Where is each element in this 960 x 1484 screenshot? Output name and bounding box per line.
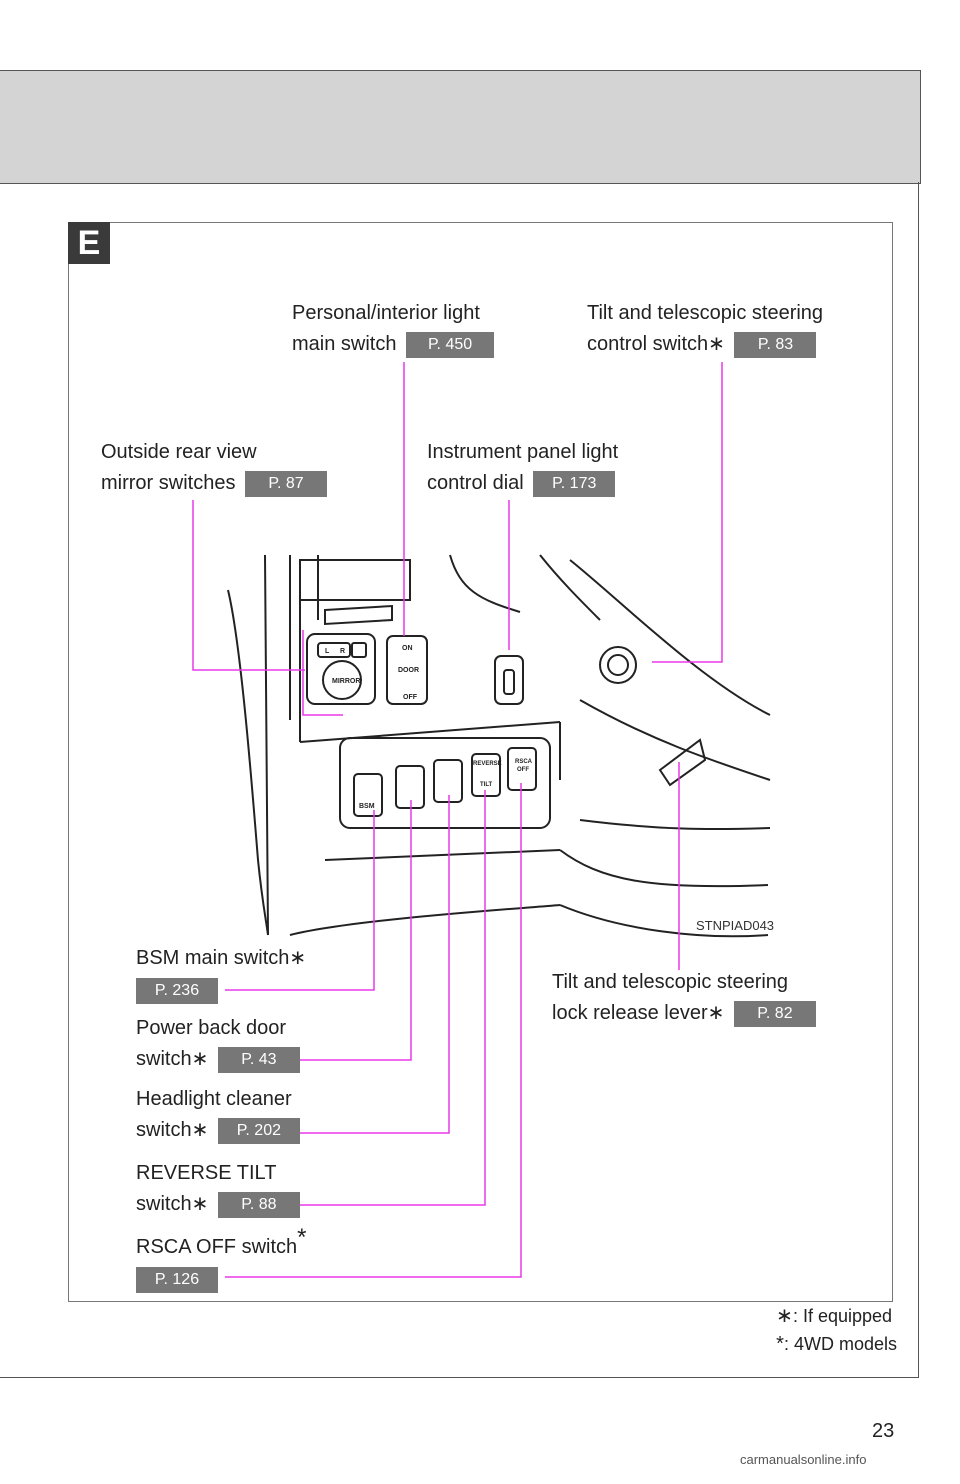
asterisk-mark: ∗ (776, 1305, 793, 1327)
callout-line: BSM main switch (136, 947, 290, 969)
callout-tilt-lock: Tilt and telescopic steering lock releas… (552, 967, 816, 1029)
figure-panel (68, 222, 893, 1302)
bsm-switch-text: BSM (359, 803, 375, 810)
callout-mirror: Outside rear view mirror switches P. 87 (101, 437, 328, 499)
asterisk-mark: * (297, 1224, 307, 1251)
leader-lines (192, 362, 723, 1278)
page-ref-450[interactable]: P. 450 (406, 331, 495, 358)
callout-tilt-control: Tilt and telescopic steering control swi… (587, 298, 823, 360)
callout-line: Instrument panel light (427, 441, 619, 463)
asterisk-mark: ∗ (191, 1119, 209, 1141)
page-ref-88[interactable]: P. 88 (217, 1191, 300, 1218)
callout-rsca: RSCA OFF switch* P. 126 (136, 1224, 306, 1293)
callout-reverse-tilt: REVERSE TILT switch∗ P. 88 (136, 1158, 300, 1220)
footnote-4wd: *: 4WD models (776, 1330, 897, 1358)
asterisk-mark: ∗ (289, 947, 307, 969)
illustration-code: STNPIAD043 (696, 918, 775, 933)
callout-line: control switch (587, 333, 709, 355)
header-band (0, 70, 921, 184)
footnote-text: : If equipped (792, 1306, 893, 1326)
callout-line: switch (136, 1048, 192, 1070)
mirror-r-text: R (340, 648, 345, 655)
callout-line: Headlight cleaner (136, 1088, 292, 1110)
callout-instrument-dial: Instrument panel light control dial P. 1… (427, 437, 618, 499)
page-ref-236[interactable]: P. 236 (136, 978, 218, 1004)
callout-line: control dial (427, 472, 524, 494)
callout-line: switch (136, 1119, 192, 1141)
callout-line: Tilt and telescopic steering (587, 302, 824, 324)
callout-line: switch (136, 1193, 192, 1215)
callout-power-door: Power back door switch∗ P. 43 (136, 1013, 300, 1075)
rsca-off-switch-text: OFF (517, 767, 529, 773)
footnote-if-equipped: ∗: If equipped (776, 1302, 897, 1330)
watermark: carmanualsonline.info (740, 1452, 867, 1467)
callout-line: main switch (292, 333, 397, 355)
page-ref-202[interactable]: P. 202 (217, 1117, 300, 1144)
page-border-bottom (0, 1377, 919, 1378)
callout-line: mirror switches (101, 472, 236, 494)
page-ref-82[interactable]: P. 82 (733, 1000, 816, 1027)
callout-line: REVERSE TILT (136, 1162, 277, 1184)
section-badge: E (68, 222, 110, 264)
asterisk-mark: ∗ (708, 333, 725, 355)
callout-headlight: Headlight cleaner switch∗ P. 202 (136, 1084, 300, 1146)
footnote-text: : 4WD models (783, 1334, 897, 1354)
tilt-switch-text: TILT (480, 782, 493, 788)
rsca-switch-text: RSCA (515, 759, 533, 765)
page-ref-126[interactable]: P. 126 (136, 1267, 218, 1293)
mirror-text: MIRROR (332, 678, 360, 685)
page-ref-173[interactable]: P. 173 (533, 470, 616, 497)
asterisk-mark: ∗ (191, 1193, 209, 1215)
callout-line: Tilt and telescopic steering (552, 971, 789, 993)
callout-line: Personal/interior light (292, 302, 480, 324)
callout-line: Power back door (136, 1017, 287, 1039)
callout-bsm: BSM main switch∗ P. 236 (136, 943, 306, 1004)
light-door-text: DOOR (398, 667, 419, 674)
callout-line: RSCA OFF switch (136, 1236, 298, 1258)
page-ref-87[interactable]: P. 87 (245, 470, 328, 497)
page-ref-83[interactable]: P. 83 (734, 331, 817, 358)
footnotes: ∗: If equipped *: 4WD models (776, 1302, 897, 1358)
callout-line: lock release lever (552, 1002, 708, 1024)
page-border-right (918, 182, 919, 1378)
light-on-text: ON (402, 645, 413, 652)
page-number: 23 (872, 1420, 895, 1442)
light-off-text: OFF (403, 694, 418, 701)
callout-personal-light: Personal/interior light main switch P. 4… (292, 298, 495, 360)
mirror-l-text: L (325, 648, 330, 655)
callout-line: Outside rear view (101, 441, 257, 463)
asterisk-mark: * (776, 1333, 784, 1355)
reverse-switch-text: REVERSE (473, 761, 502, 767)
asterisk-mark: ∗ (707, 1002, 725, 1024)
asterisk-mark: ∗ (191, 1048, 209, 1070)
page-ref-43[interactable]: P. 43 (217, 1046, 300, 1073)
